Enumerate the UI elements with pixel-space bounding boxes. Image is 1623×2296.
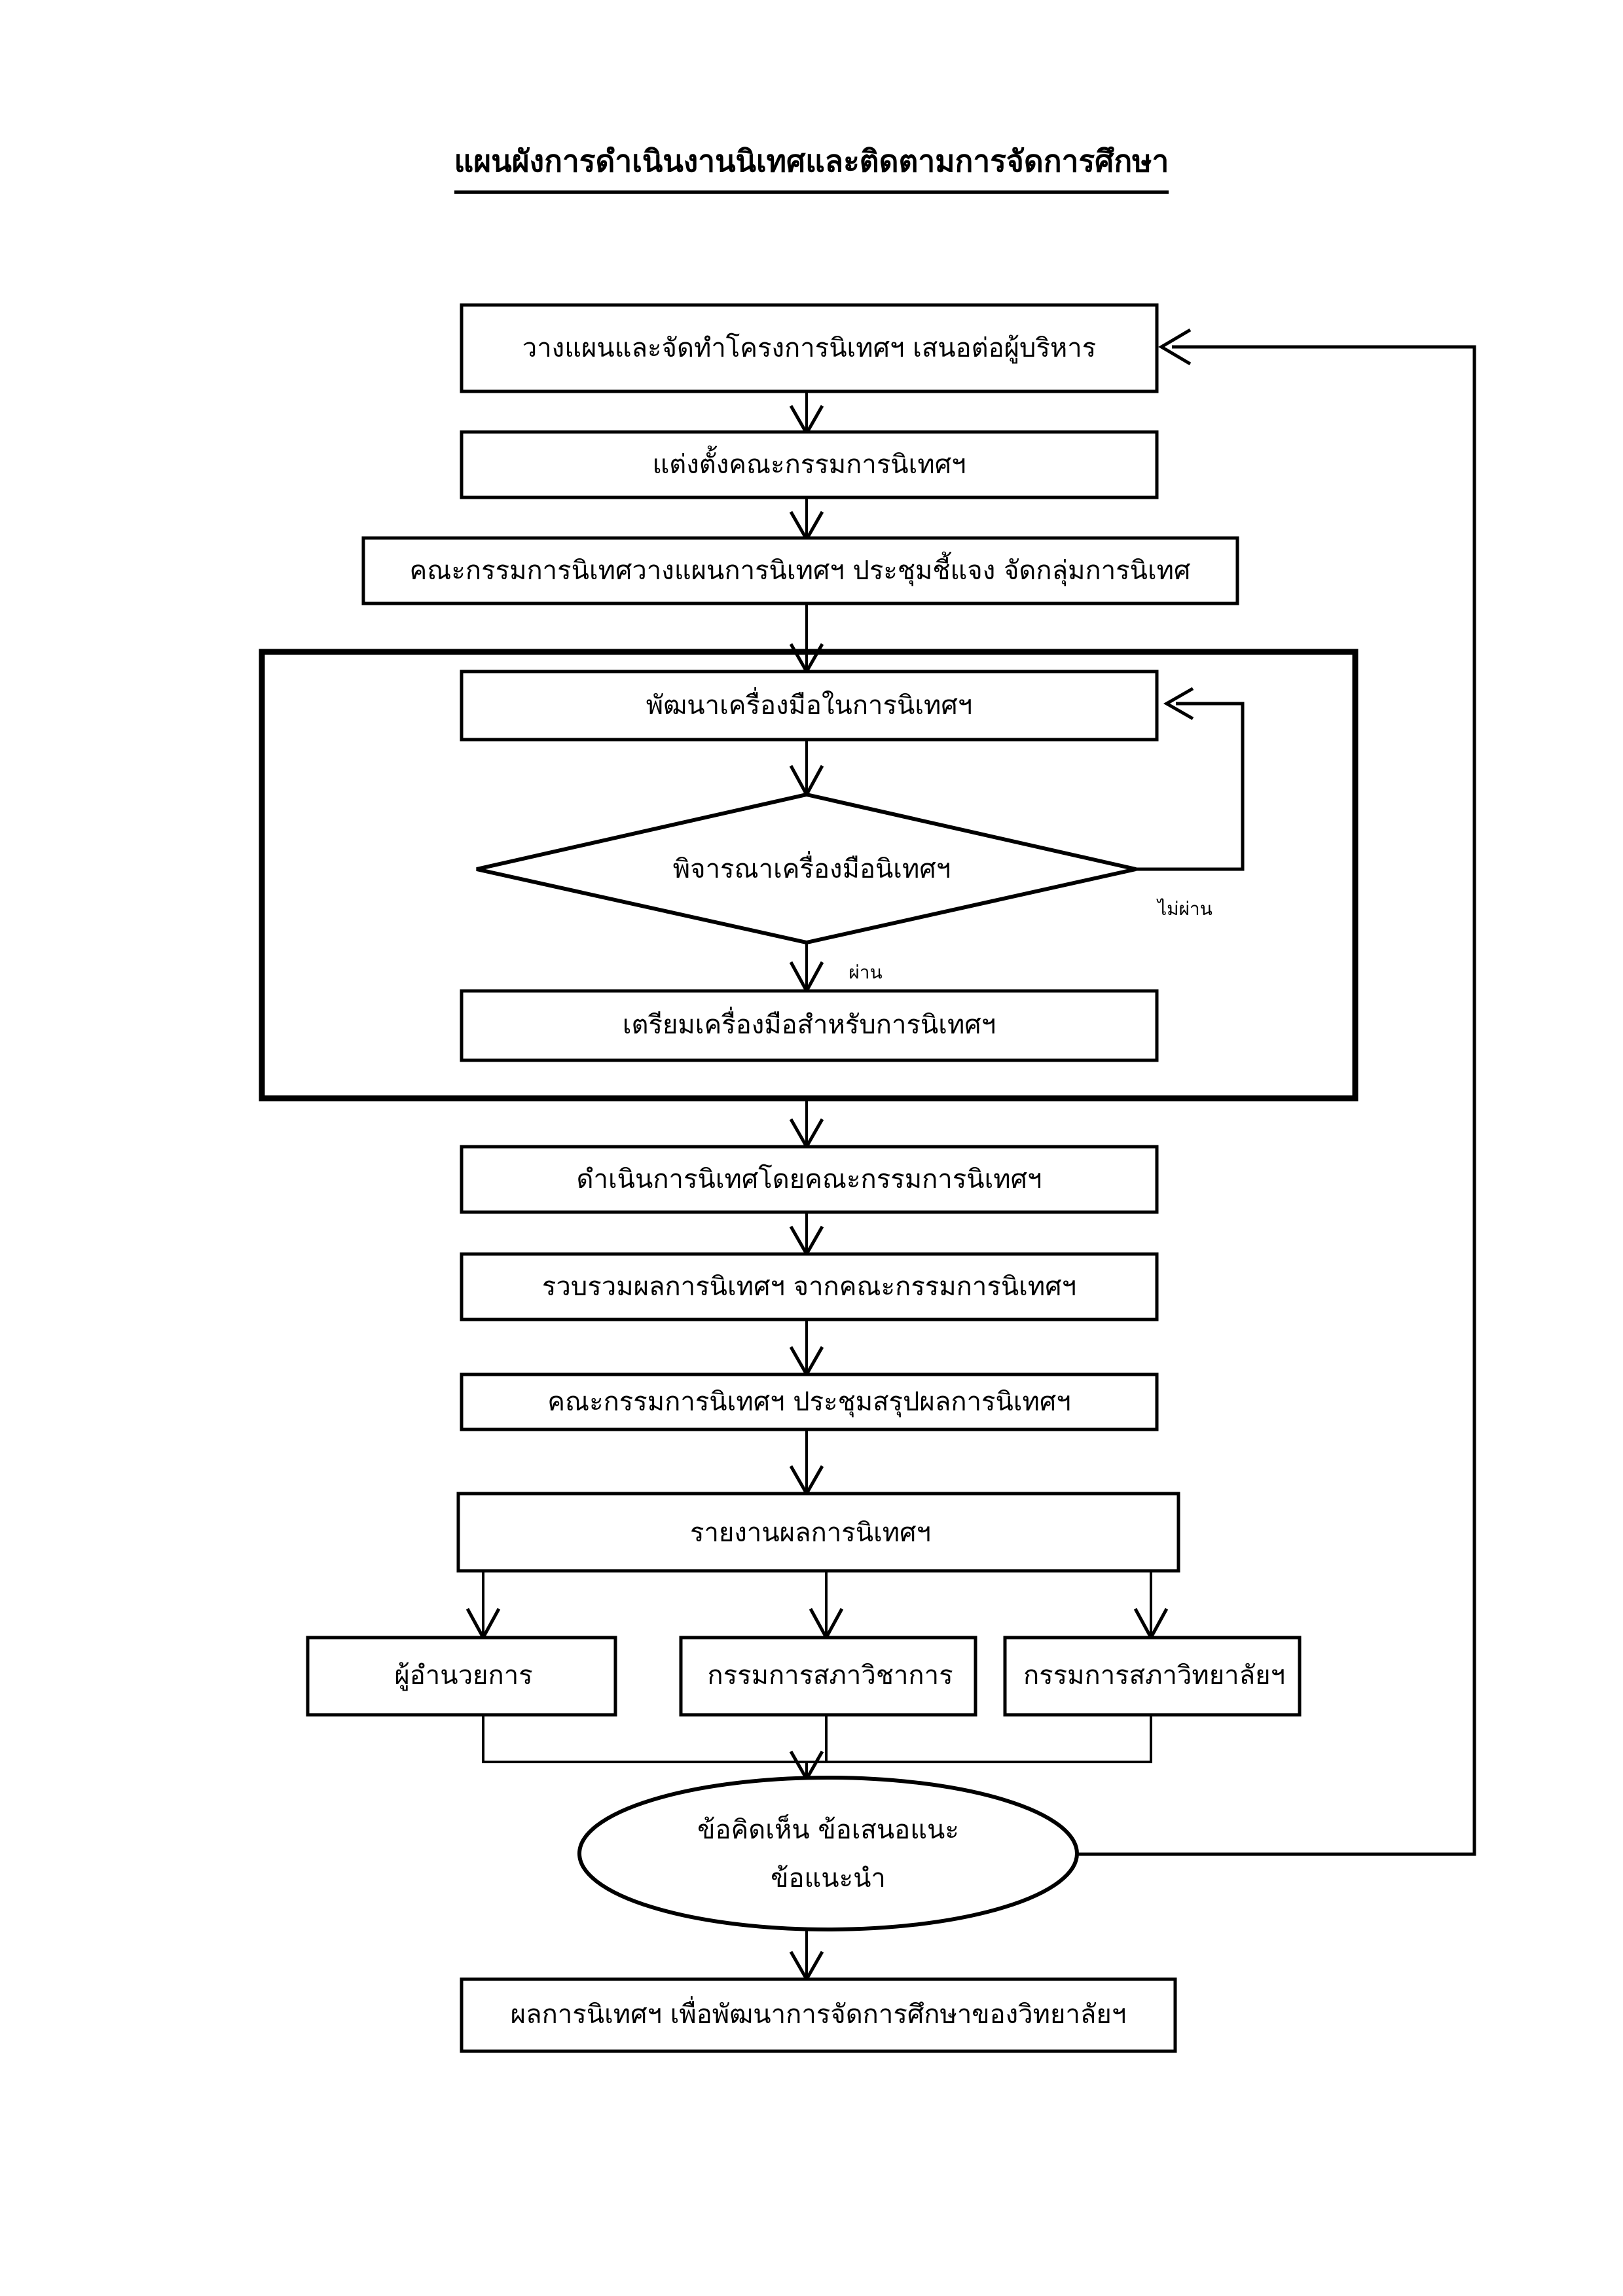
connector-review-fail-loop: [1136, 687, 1245, 871]
node-conduct[interactable]: ดำเนินการนิเทศโดยคณะกรรมการนิเทศฯ: [460, 1145, 1159, 1214]
node-collect-label: รวบรวมผลการนิเทศฯ จากคณะกรรมการนิเทศฯ: [542, 1272, 1076, 1302]
node-college-council-label: กรรมการสภาวิทยาลัยฯ: [1023, 1660, 1285, 1691]
connector-recipients-merge-to-feedback: [482, 1715, 1152, 1783]
node-prepare-tools-label: เตรียมเครื่องมือสำหรับการนิเทศฯ: [623, 1007, 996, 1040]
node-feedback-label-line2: ข้อแนะนำ: [771, 1863, 886, 1893]
node-outcome[interactable]: ผลการนิเทศฯ เพื่อพัฒนาการจัดการศึกษาของว…: [460, 1977, 1177, 2053]
tool-development-group-border: [259, 649, 1359, 1102]
node-feedback[interactable]: ข้อคิดเห็น ข้อเสนอแนะ ข้อแนะนำ: [577, 1776, 1079, 1931]
node-academic-council-label: กรรมการสภาวิชาการ: [707, 1660, 953, 1691]
page-title-text: แผนผังการดำเนินงานนิเทศและติดตามการจัดกา…: [454, 137, 1169, 194]
node-prepare-tools[interactable]: เตรียมเครื่องมือสำหรับการนิเทศฯ: [460, 989, 1159, 1062]
node-appoint[interactable]: แต่งตั้งคณะกรรมการนิเทศฯ: [460, 430, 1159, 499]
node-conduct-label: ดำเนินการนิเทศโดยคณะกรรมการนิเทศฯ: [577, 1164, 1042, 1194]
connector-plan-to-appoint: [789, 391, 824, 437]
connector-develop-tools-to-review-tools: [789, 740, 824, 798]
connector-report-to-academic-council: [809, 1571, 844, 1641]
edge-label-pass: ผ่าน: [848, 961, 882, 983]
connector-conduct-to-collect: [789, 1212, 824, 1258]
connector-group-to-conduct: [789, 1099, 824, 1151]
node-collect[interactable]: รวบรวมผลการนิเทศฯ จากคณะกรรมการนิเทศฯ: [460, 1252, 1159, 1321]
node-academic-council[interactable]: กรรมการสภาวิชาการ: [679, 1636, 977, 1717]
node-feedback-label-line1: ข้อคิดเห็น ข้อเสนอแนะ: [697, 1814, 959, 1845]
node-review-tools[interactable]: พิจารณาเครื่องมือนิเทศฯ: [476, 792, 1137, 945]
node-committee-plan-label: คณะกรรมการนิเทศวางแผนการนิเทศฯ ประชุมชี้…: [410, 551, 1191, 586]
node-review-tools-label: พิจารณาเครื่องมือนิเทศฯ: [673, 851, 951, 884]
node-summarize[interactable]: คณะกรรมการนิเทศฯ ประชุมสรุปผลการนิเทศฯ: [460, 1372, 1159, 1431]
node-plan-label: วางแผนและจัดทำโครงการนิเทศฯ เสนอต่อผู้บร…: [522, 333, 1096, 363]
connector-collect-to-summarize: [789, 1319, 824, 1378]
node-committee-plan[interactable]: คณะกรรมการนิเทศวางแผนการนิเทศฯ ประชุมชี้…: [361, 536, 1239, 605]
connector-appoint-to-committee-plan: [789, 497, 824, 543]
node-director-label: ผู้อำนวยการ: [394, 1660, 532, 1691]
node-plan[interactable]: วางแผนและจัดทำโครงการนิเทศฯ เสนอต่อผู้บร…: [460, 303, 1159, 393]
node-report-label: รายงานผลการนิเทศฯ: [690, 1518, 931, 1548]
edge-label-fail: ไม่ผ่าน: [1156, 898, 1213, 920]
connector-review-pass-to-prepare-tools: [789, 942, 824, 995]
node-director[interactable]: ผู้อำนวยการ: [306, 1636, 617, 1717]
node-develop-tools[interactable]: พัฒนาเครื่องมือในการนิเทศฯ: [460, 670, 1159, 742]
node-outcome-label: ผลการนิเทศฯ เพื่อพัฒนาการจัดการศึกษาของว…: [511, 1996, 1127, 2030]
node-develop-tools-label: พัฒนาเครื่องมือในการนิเทศฯ: [646, 687, 972, 721]
node-appoint-label: แต่งตั้งคณะกรรมการนิเทศฯ: [652, 445, 966, 480]
node-summarize-label: คณะกรรมการนิเทศฯ ประชุมสรุปผลการนิเทศฯ: [547, 1387, 1071, 1418]
node-college-council[interactable]: กรรมการสภาวิทยาลัยฯ: [1003, 1636, 1302, 1717]
page-title: แผนผังการดำเนินงานนิเทศและติดตามการจัดกา…: [0, 137, 1623, 194]
connector-report-to-director: [465, 1571, 501, 1641]
connector-summarize-to-report: [789, 1428, 824, 1498]
connector-committee-plan-to-develop-tools: [789, 602, 824, 675]
node-report[interactable]: รายงานผลการนิเทศฯ: [456, 1492, 1180, 1573]
connector-feedback-to-outcome: [789, 1928, 824, 1983]
connector-feedback-loop-to-plan: [1077, 328, 1476, 1856]
connector-report-to-college-council: [1133, 1571, 1169, 1641]
